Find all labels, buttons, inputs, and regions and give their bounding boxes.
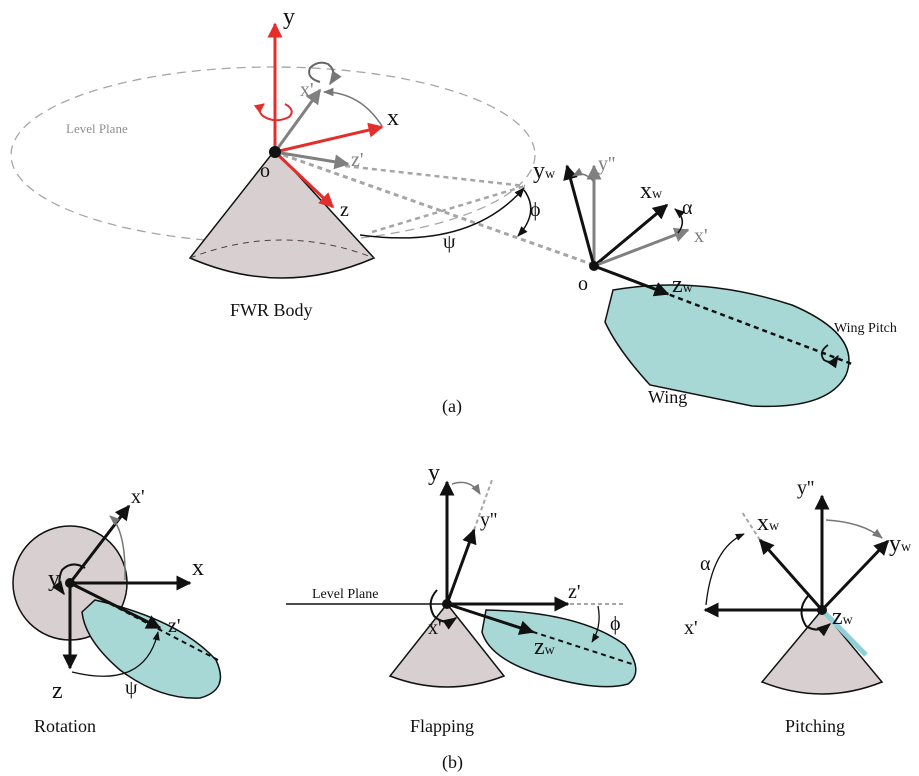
flapping-origin-dot xyxy=(442,599,452,609)
flapping-level-plane-label: Level Plane xyxy=(312,587,378,602)
part-b-pitching: y'' xw yw α x' zw Pitching xyxy=(684,477,912,736)
yw-axis-arrow xyxy=(563,164,596,267)
rotation-y-rotation-icon xyxy=(52,563,86,596)
part-a-caption: (a) xyxy=(442,396,462,417)
pitching-y-to-yw-arc xyxy=(825,519,883,539)
pitching-xw-label: xw xyxy=(757,510,780,536)
flapping-caption: Flapping xyxy=(410,716,474,736)
x-axis-arrow xyxy=(274,122,384,154)
pitching-caption: Pitching xyxy=(785,716,845,736)
flapping-wing-axis xyxy=(446,603,633,665)
flapping-x-prime-rotation-icon xyxy=(429,589,458,630)
pitching-yw-axis-arrow xyxy=(820,539,890,612)
rotation-y-label: y xyxy=(48,566,60,592)
y-dprime-label: y'' xyxy=(598,153,615,175)
rotation-x-to-x-prime-arc xyxy=(109,515,126,581)
flapping-y-dprime-axis-arrow xyxy=(445,528,477,605)
wing-origin-label: o xyxy=(578,273,588,295)
wing-pitch-rotation-icon xyxy=(820,344,839,369)
rotation-origin-dot xyxy=(65,578,75,588)
x-prime-axis-arrow xyxy=(273,88,322,153)
pitching-xw-axis-arrow xyxy=(758,538,824,611)
x-prime-projection-line xyxy=(344,164,526,188)
rotation-psi-label: ψ xyxy=(125,677,138,699)
psi-arc xyxy=(359,187,525,239)
xw-label: xw xyxy=(640,178,663,204)
rotation-wing-shape xyxy=(81,599,222,699)
flapping-y-to-y-dprime-arc xyxy=(451,481,481,495)
rotation-caption: Rotation xyxy=(34,716,96,736)
zw-axis-arrow xyxy=(593,264,670,297)
pitching-alpha-arc xyxy=(705,533,745,606)
xw-axis-arrow xyxy=(593,203,669,268)
x-prime-label: x' xyxy=(300,79,314,101)
part-b-caption: (b) xyxy=(442,752,463,773)
z-prime-axis-arrow xyxy=(274,150,350,170)
wing-origin-dot xyxy=(589,261,599,271)
flapping-zw-label: zw xyxy=(534,634,556,660)
x-prime-wing-label: x' xyxy=(694,225,708,247)
yw-label: yw xyxy=(533,158,556,184)
flapping-y-label: y xyxy=(428,460,440,486)
flapping-x-prime-label: x' xyxy=(428,617,442,639)
part-a: Level Plane ψ ϕ y x' x z' o z FWR Body xyxy=(10,4,897,417)
rotation-x-label: x xyxy=(192,555,204,581)
rotation-x-prime-label: x' xyxy=(131,486,145,508)
x-axis-label: x xyxy=(387,105,399,131)
wing-shape xyxy=(604,284,850,408)
y-axis-label: y xyxy=(283,4,295,30)
y-dprime-to-yw-arc xyxy=(572,167,595,183)
y-rotation-icon xyxy=(253,103,293,122)
flapping-y-dprime-label: y'' xyxy=(480,509,497,531)
part-b-rotation: x' x y z' z ψ Rotation xyxy=(12,486,222,736)
x-prime-wing-axis-arrow xyxy=(593,227,690,268)
pitching-wing-edge xyxy=(820,608,868,657)
phi-label: ϕ xyxy=(530,199,541,221)
body-origin-dot xyxy=(269,146,281,158)
rotation-z-label: z xyxy=(52,678,63,704)
pitching-alpha-label: α xyxy=(700,553,711,575)
wing-pitch-label: Wing Pitch xyxy=(834,321,897,336)
pitching-yw-label: yw xyxy=(889,531,912,557)
rotation-psi-arc xyxy=(71,631,160,677)
flapping-z-prime-label: z' xyxy=(568,581,580,603)
psi-label: ψ xyxy=(443,231,456,253)
flapping-phi-arc xyxy=(591,605,600,643)
zw-label: zw xyxy=(672,272,694,298)
x-prime-rotation-icon xyxy=(308,61,342,86)
alpha-arc xyxy=(674,208,685,234)
pitching-zw-label: zw xyxy=(832,604,854,630)
pitching-zw-rotation-icon xyxy=(800,595,832,637)
z-axis-label: z xyxy=(340,199,349,221)
pitching-body-cone xyxy=(760,608,884,695)
body-origin-label: o xyxy=(260,160,270,182)
alpha-label: α xyxy=(682,197,693,219)
fwr-body-base-hidden xyxy=(189,239,375,259)
wing-caption: Wing xyxy=(648,387,687,407)
flapping-y-dprime-dashed xyxy=(473,479,493,531)
level-plane-label: Level Plane xyxy=(66,121,128,136)
rotation-arc-x-to-x-prime xyxy=(322,87,383,127)
rotation-z-prime-axis-arrow xyxy=(69,581,162,630)
fwr-body-cone xyxy=(188,148,376,279)
flapping-body-cone xyxy=(388,602,506,688)
pitching-y-dprime-label: y'' xyxy=(797,477,814,499)
pitching-x-prime-label: x' xyxy=(684,617,698,639)
fwr-body-caption: FWR Body xyxy=(230,300,313,320)
z-axis-arrow xyxy=(273,150,335,209)
pitching-origin-dot xyxy=(817,605,827,615)
rotation-z-prime-label: z' xyxy=(168,615,180,637)
part-b-flapping: Level Plane y y'' z' x' zw ϕ Flapping xyxy=(286,460,637,736)
z-prime-label: z' xyxy=(351,149,363,171)
wing-span-line xyxy=(274,150,595,267)
flapping-phi-label: ϕ xyxy=(610,613,621,635)
flapping-zw-axis-arrow xyxy=(446,602,535,635)
phi-arc xyxy=(517,189,532,237)
pitching-xw-dashed xyxy=(741,511,761,541)
